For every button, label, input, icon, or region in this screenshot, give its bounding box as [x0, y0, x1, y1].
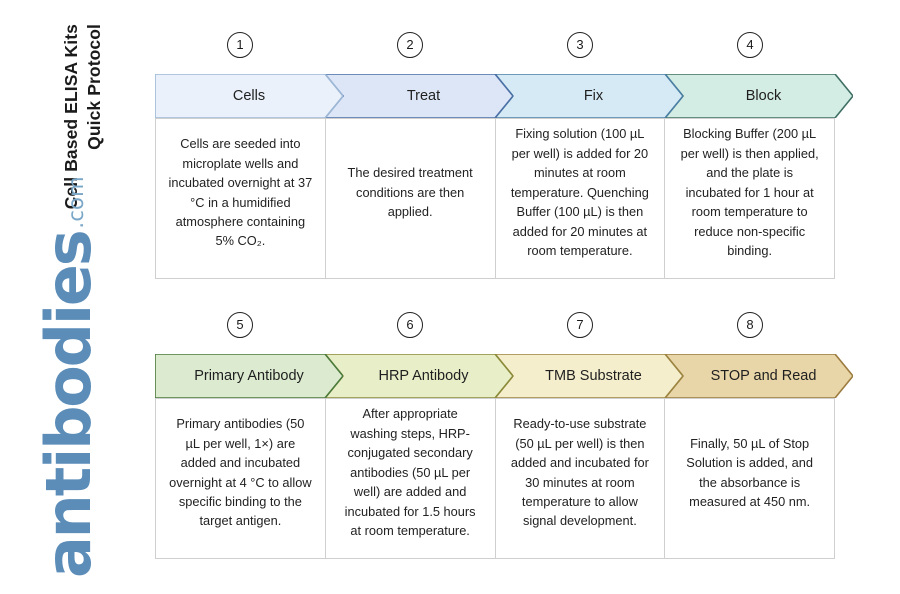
description-text: Fixing solution (100 µL per well) is add… — [510, 126, 649, 259]
chevron-label: Block — [745, 88, 782, 104]
step-number-badges: 5 6 7 8 — [155, 312, 845, 346]
description-box-4: Blocking Buffer (200 µL per well) is the… — [665, 118, 835, 279]
description-box-7: Ready-to-use substrate (50 µL per well) … — [495, 398, 666, 559]
description-box-5: Primary antibodies (50 µL per well, 1×) … — [155, 398, 326, 559]
description-text: Ready-to-use substrate (50 µL per well) … — [510, 416, 649, 529]
chevron-step-1[interactable]: Cells — [155, 74, 343, 118]
description-text: Finally, 50 µL of Stop Solution is added… — [686, 435, 813, 509]
description-box-1: Cells are seeded into microplate wells a… — [155, 118, 326, 279]
chevron-step-3[interactable]: Fix — [495, 74, 683, 118]
chevron-shape — [665, 354, 853, 398]
antibodies-logo: antibodies .com — [30, 176, 150, 582]
chevron-shape — [155, 74, 343, 118]
logo-wordmark: antibodies — [32, 231, 105, 578]
chevron-label: Cells — [232, 88, 266, 104]
chevron-step-6[interactable]: HRP Antibody — [325, 354, 513, 398]
chevron-label: Fix — [583, 88, 604, 104]
step-badge-1: 1 — [227, 32, 253, 58]
step-badge-2: 2 — [397, 32, 423, 58]
description-text: After appropriate washing steps, HRP-con… — [344, 406, 476, 539]
description-box-6: After appropriate washing steps, HRP-con… — [325, 398, 496, 559]
chevron-shape — [665, 74, 853, 118]
logo-domain-suffix: .com — [64, 176, 89, 229]
description-box-8: Finally, 50 µL of Stop Solution is added… — [665, 398, 835, 559]
chevron-shape — [155, 354, 343, 398]
chevron-step-8[interactable]: STOP and Read — [665, 354, 853, 398]
step-number-badges: 1 2 3 4 — [155, 32, 845, 66]
chevron-shape — [495, 74, 683, 118]
step-badge-3: 3 — [567, 32, 593, 58]
step-badge-8: 8 — [737, 312, 763, 338]
chevron-label: Treat — [406, 88, 441, 104]
chevron-shape — [325, 354, 513, 398]
step-badge-7: 7 — [567, 312, 593, 338]
chevron-step-4[interactable]: Block — [665, 74, 853, 118]
description-text: Cells are seeded into microplate wells a… — [168, 136, 313, 249]
description-text: Blocking Buffer (200 µL per well) is the… — [680, 126, 819, 259]
chevron-shape — [325, 74, 513, 118]
description-row: Primary antibodies (50 µL per well, 1×) … — [155, 398, 835, 559]
brand-column: Cell Based ELISA Kits Quick Protocol ant… — [0, 0, 152, 594]
description-box-2: The desired treatment conditions are the… — [325, 118, 496, 279]
chevron-shape — [495, 354, 683, 398]
chevron-label: TMB Substrate — [545, 368, 642, 384]
chevron-label: HRP Antibody — [378, 368, 469, 384]
description-text: Primary antibodies (50 µL per well, 1×) … — [169, 416, 312, 529]
step-badge-4: 4 — [737, 32, 763, 58]
chevron-band: Cells Treat Fix Block — [155, 74, 853, 118]
chevron-label: STOP and Read — [710, 368, 817, 384]
step-badge-6: 6 — [397, 312, 423, 338]
step-badge-5: 5 — [227, 312, 253, 338]
description-row: Cells are seeded into microplate wells a… — [155, 118, 835, 279]
chevron-step-2[interactable]: Treat — [325, 74, 513, 118]
description-box-3: Fixing solution (100 µL per well) is add… — [495, 118, 666, 279]
description-text: The desired treatment conditions are the… — [347, 165, 473, 220]
chevron-label: Primary Antibody — [194, 368, 304, 384]
chevron-band: Primary Antibody HRP Antibody TMB Substrat… — [155, 354, 853, 398]
chevron-step-7[interactable]: TMB Substrate — [495, 354, 683, 398]
chevron-step-5[interactable]: Primary Antibody — [155, 354, 343, 398]
